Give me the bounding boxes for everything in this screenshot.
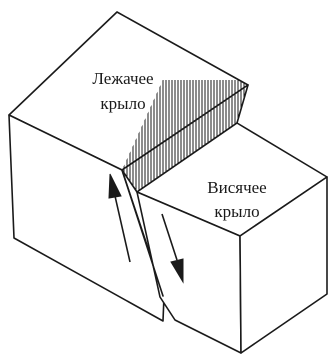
footwall-label-line2: крыло	[100, 94, 145, 113]
hangingwall-label-line2: крыло	[214, 202, 259, 221]
footwall-label-line1: Лежачее	[92, 69, 153, 88]
hangingwall-label-line1: Висячее	[207, 178, 266, 197]
